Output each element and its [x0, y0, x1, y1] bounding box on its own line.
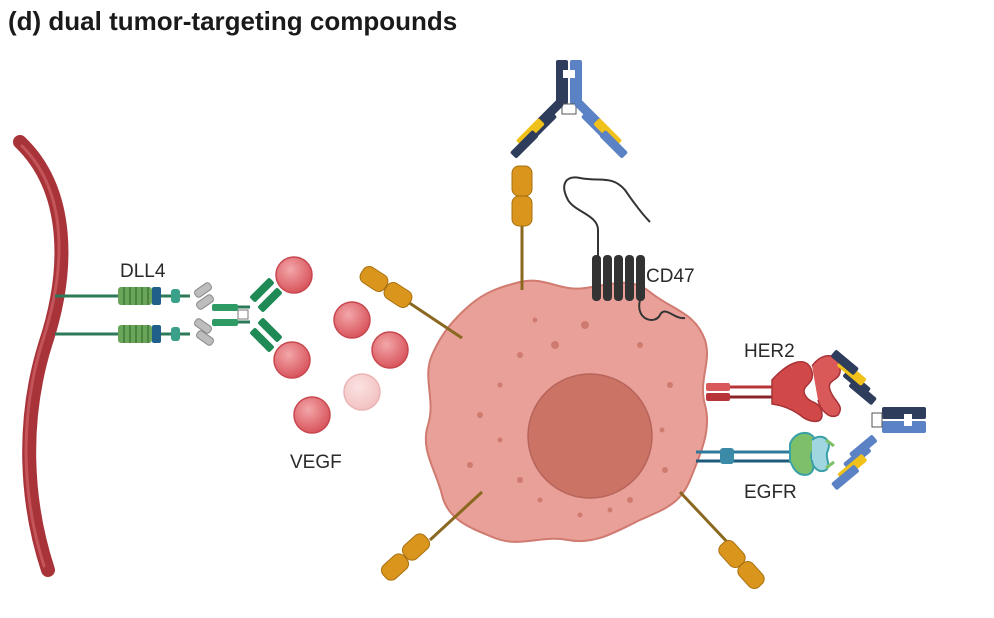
gold-receptor-top	[511, 165, 533, 290]
vegf-molecules	[273, 256, 409, 434]
her2-receptor	[706, 355, 842, 423]
label-cd47: CD47	[646, 266, 695, 287]
dll4-ligand-top	[55, 287, 190, 305]
gold-receptor-lower-left	[380, 490, 484, 581]
egfr-receptor	[696, 432, 835, 476]
antibody-right	[831, 350, 926, 490]
vegf-molecule	[293, 396, 331, 434]
antibody-top	[510, 60, 628, 159]
label-vegf: VEGF	[290, 452, 342, 473]
vegf-molecule	[275, 256, 313, 294]
vegf-molecule	[333, 301, 371, 339]
label-her2: HER2	[744, 341, 795, 362]
bispecific-antibody-dll4-vegf	[194, 278, 282, 352]
gold-receptor-lower-right	[678, 490, 765, 590]
vegf-molecule	[273, 341, 311, 379]
nucleus	[527, 373, 653, 499]
label-dll4: DLL4	[120, 261, 166, 282]
cd47-receptor	[563, 176, 686, 321]
label-egfr: EGFR	[744, 482, 797, 503]
vegf-molecule	[343, 373, 381, 411]
dll4-ligand-bottom	[55, 325, 190, 343]
vegf-molecule	[371, 331, 409, 369]
cytoplasm-granules	[467, 317, 673, 518]
gold-receptor-upper-left	[359, 266, 463, 340]
figure-title: (d) dual tumor-targeting compounds	[8, 6, 458, 36]
